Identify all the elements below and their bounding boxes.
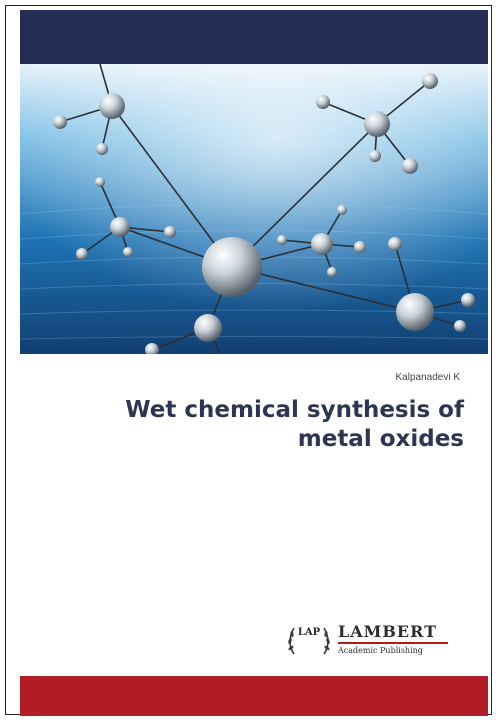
- lap-logo-text: LAP: [298, 627, 321, 638]
- book-title-line-2: metal oxides: [297, 426, 464, 452]
- cover-frame: Kalpanadevi K Wet chemical synthesis of …: [5, 5, 492, 716]
- book-title-line-1: Wet chemical synthesis of: [125, 397, 464, 423]
- book-title: Wet chemical synthesis of metal oxides: [104, 396, 464, 454]
- publisher-subtitle: Academic Publishing: [338, 646, 423, 655]
- bottom-color-band: [20, 676, 488, 716]
- publisher-divider: [338, 642, 448, 644]
- top-color-band: [20, 10, 488, 64]
- book-cover: Kalpanadevi K Wet chemical synthesis of …: [20, 10, 488, 716]
- publisher-logo: LAP LAMBERT Academic Publishing: [284, 618, 464, 662]
- molecule-svg: [20, 64, 488, 354]
- lap-laurel-icon: LAP: [288, 627, 330, 655]
- author-name: Kalpanadevi K: [395, 372, 461, 383]
- molecule-illustration: [20, 64, 488, 354]
- publisher-name: LAMBERT: [338, 622, 438, 641]
